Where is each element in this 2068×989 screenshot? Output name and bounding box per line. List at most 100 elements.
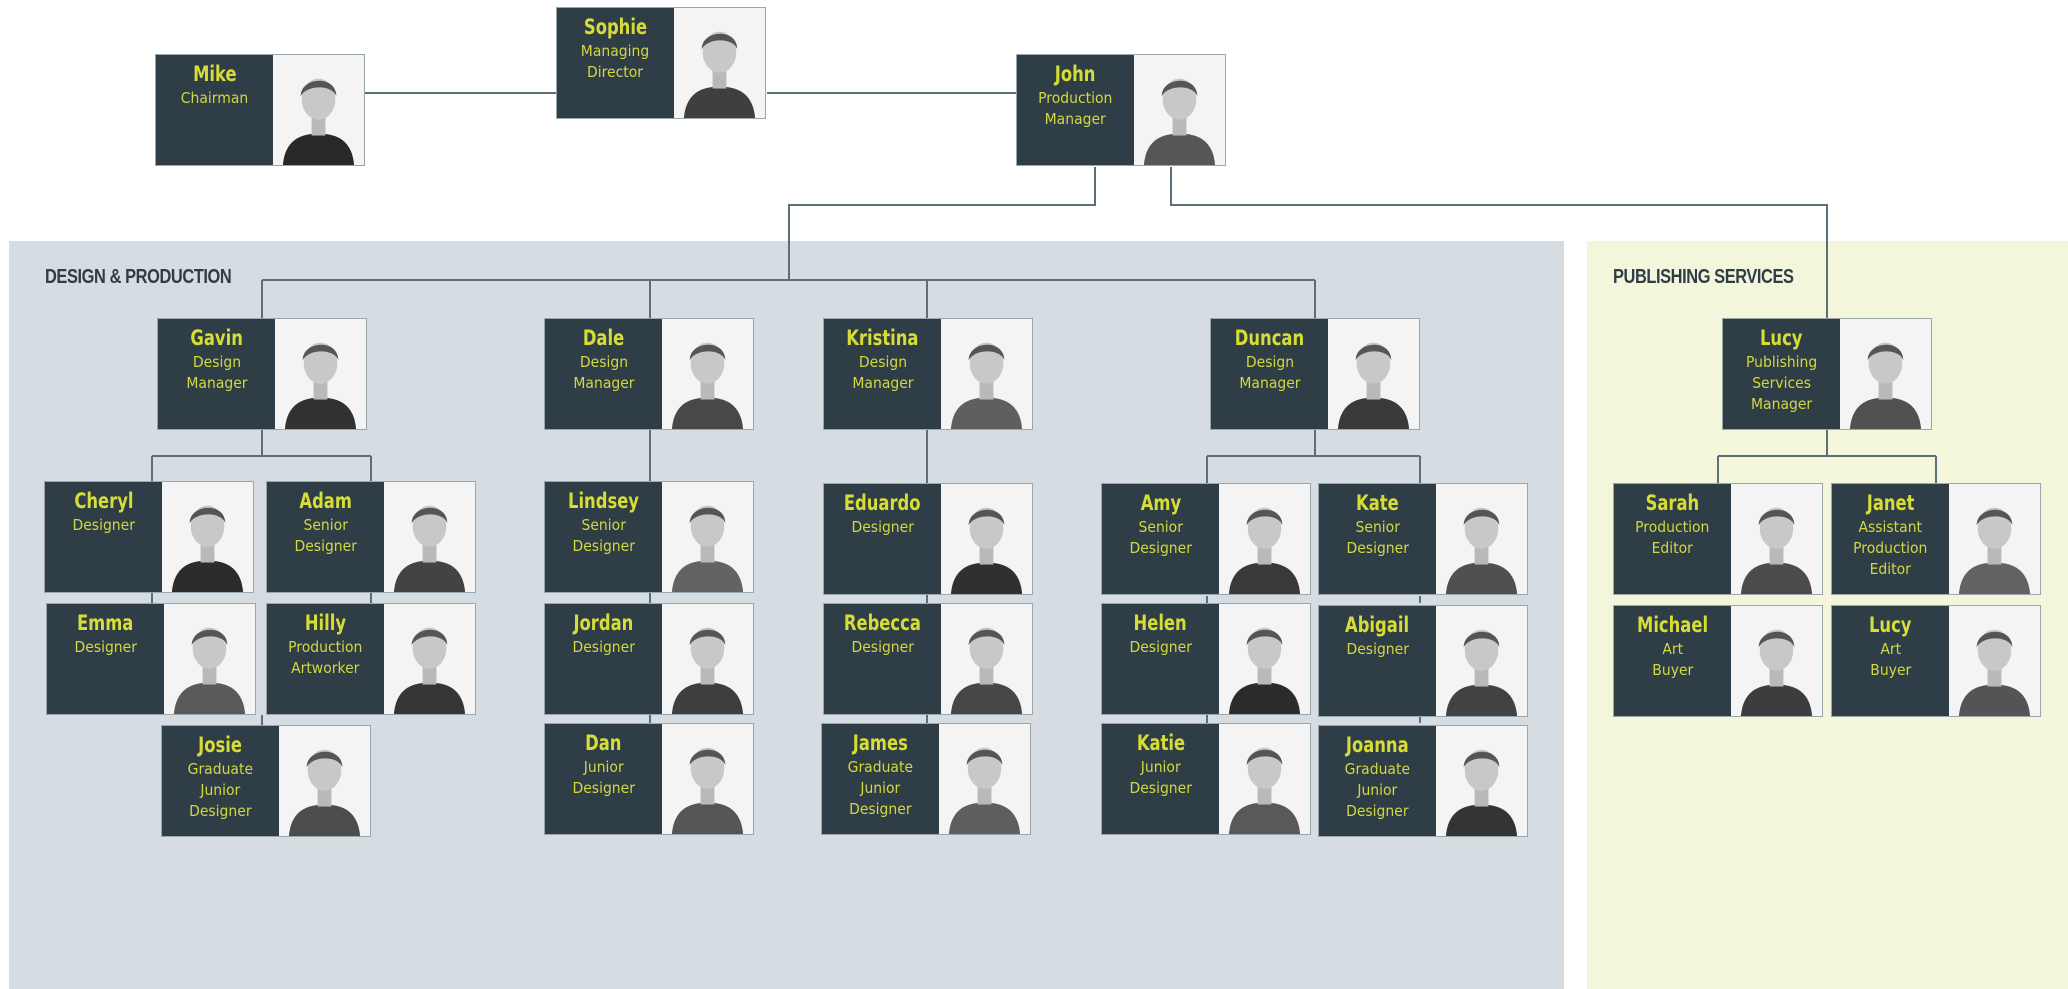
publishing-services-title: PUBLISHING SERVICES bbox=[1613, 266, 1794, 288]
person-role-line: Design bbox=[1245, 353, 1294, 371]
person-photo-icon bbox=[1219, 724, 1310, 834]
person-role-line: Junior bbox=[1140, 758, 1181, 776]
person-photo-icon bbox=[941, 604, 1032, 714]
person-name: Emma bbox=[77, 611, 134, 635]
person-role-line: Designer bbox=[572, 537, 635, 555]
person-photo-icon bbox=[941, 484, 1032, 594]
person-role-line: Buyer bbox=[1651, 661, 1693, 679]
connector-john-publishing bbox=[1170, 167, 1828, 318]
person-photo-icon bbox=[662, 319, 753, 429]
person-role-line: Art bbox=[1880, 640, 1901, 658]
person-name: Sophie bbox=[583, 15, 648, 39]
connector-gavin-team bbox=[151, 430, 372, 725]
person-role-line: Graduate bbox=[1344, 760, 1411, 778]
person-name: Gavin bbox=[190, 326, 243, 350]
person-name: Amy bbox=[1140, 491, 1181, 515]
person-photo-icon bbox=[1436, 484, 1527, 594]
person-photo-icon bbox=[1731, 606, 1822, 716]
person-role-line: Art bbox=[1662, 640, 1683, 658]
person-role-line: Designer bbox=[294, 537, 357, 555]
person-role-line: Senior bbox=[1355, 518, 1400, 536]
person-name: Jordan bbox=[573, 611, 634, 635]
person-role: Designer bbox=[72, 515, 134, 536]
person-role-line: Manager bbox=[851, 374, 914, 392]
person-role-line: Assistant bbox=[1858, 518, 1923, 536]
person-photo-icon bbox=[164, 604, 255, 714]
person-role-line: Services bbox=[1752, 374, 1811, 392]
person-role: Designer bbox=[572, 637, 634, 658]
person-name: Dale bbox=[582, 326, 625, 350]
person-name: Michael bbox=[1636, 613, 1709, 637]
person-role-line: Buyer bbox=[1869, 661, 1911, 679]
person-role-line: Production bbox=[1853, 539, 1928, 557]
person-name: John bbox=[1055, 62, 1096, 86]
person-photo-icon bbox=[384, 482, 475, 592]
person-role-line: Editor bbox=[1651, 539, 1694, 557]
person-role-line: Designer bbox=[72, 516, 135, 534]
person-name: Sarah bbox=[1645, 491, 1700, 515]
person-photo-icon bbox=[162, 482, 253, 592]
person-name: Abigail bbox=[1345, 613, 1410, 637]
person-photo-icon bbox=[939, 724, 1030, 834]
person-photo-icon bbox=[1840, 319, 1931, 429]
person-role-line: Manager bbox=[185, 374, 248, 392]
person-role-line: Design bbox=[192, 353, 241, 371]
person-role-line: Manager bbox=[1044, 110, 1107, 128]
connector-design-managers bbox=[261, 279, 1316, 318]
person-role: Designer bbox=[1346, 639, 1408, 660]
person-photo-icon bbox=[275, 319, 366, 429]
person-photo-icon bbox=[1731, 484, 1822, 594]
person-photo-icon bbox=[674, 8, 765, 118]
design-production-title: DESIGN & PRODUCTION bbox=[45, 266, 232, 288]
person-name: Dan bbox=[585, 731, 622, 755]
person-photo-icon bbox=[1949, 484, 2040, 594]
person-role-line: Design bbox=[858, 353, 907, 371]
connector-john-design bbox=[788, 167, 1096, 280]
person-name: Eduardo bbox=[844, 491, 921, 515]
person-name: Kate bbox=[1356, 491, 1399, 515]
person-role-line: Senior bbox=[303, 516, 348, 534]
person-role: Designer bbox=[1129, 637, 1191, 658]
person-role: Chairman bbox=[181, 88, 248, 109]
person-name: Cheryl bbox=[73, 489, 134, 513]
person-name: Kristina bbox=[846, 326, 919, 350]
person-role-line: Designer bbox=[1346, 640, 1409, 658]
person-role-line: Junior bbox=[860, 779, 901, 797]
